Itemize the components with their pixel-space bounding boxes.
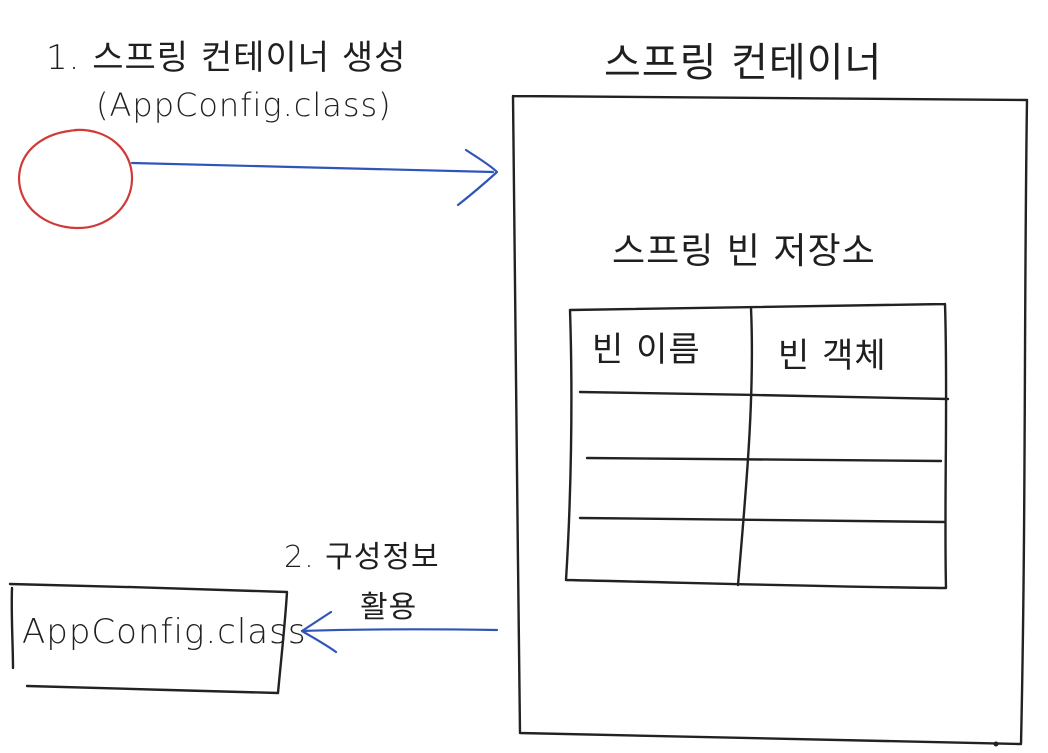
step1-detail: (AppConfig.class) xyxy=(96,86,392,124)
spring-container-title: 스프링 컨테이너 xyxy=(604,40,883,86)
bean-name-header: 빈 이름 xyxy=(592,330,701,370)
step1-title: 1. 스프링 컨테이너 생성 xyxy=(46,38,407,78)
create-arrow-shaft xyxy=(130,161,495,174)
bean-table-header-rule xyxy=(578,390,950,401)
bean-object-header: 빈 객체 xyxy=(778,336,887,376)
container-corner-dot xyxy=(993,741,999,747)
bean-table-column-divider xyxy=(736,306,754,587)
create-arrow-head xyxy=(456,148,499,207)
bean-store-title: 스프링 빈 저장소 xyxy=(612,231,876,272)
appconfig-box-label: AppConfig.class xyxy=(22,612,307,652)
step2-line2: 활용 xyxy=(360,590,418,625)
config-arrow-head xyxy=(300,610,338,654)
bean-table-outline xyxy=(564,302,948,590)
bean-table-row-rule-2 xyxy=(578,516,947,524)
config-arrow-shaft xyxy=(300,628,499,633)
bean-table-row-rule-1 xyxy=(585,456,943,463)
start-circle xyxy=(17,128,134,230)
spring-container-box xyxy=(511,94,1029,746)
step2-line1: 2. 구성정보 xyxy=(284,540,440,575)
appconfig-box xyxy=(8,582,289,695)
